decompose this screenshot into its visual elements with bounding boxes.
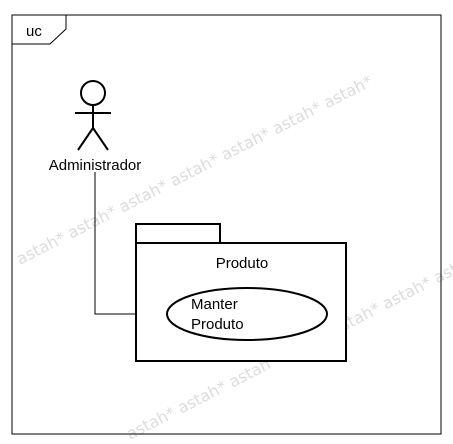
actor-head [80,80,106,106]
actor-left-leg [77,127,94,151]
use-case-label-line2: Produto [191,316,244,333]
use-case-ellipse [166,287,328,341]
actor-right-leg [92,127,109,151]
use-case-label-line1: Manter [191,296,238,313]
uml-frame: uc [11,14,442,435]
actor[interactable]: Administrador [49,80,142,174]
use-case[interactable]: Manter Produto [166,287,328,341]
actor-name: Administrador [49,157,142,174]
frame-tag-label: uc [26,23,42,40]
frame-tag-pentagon [12,15,67,45]
package-tab [135,223,221,244]
package-name: Produto [216,255,269,272]
frame-border [11,14,442,435]
